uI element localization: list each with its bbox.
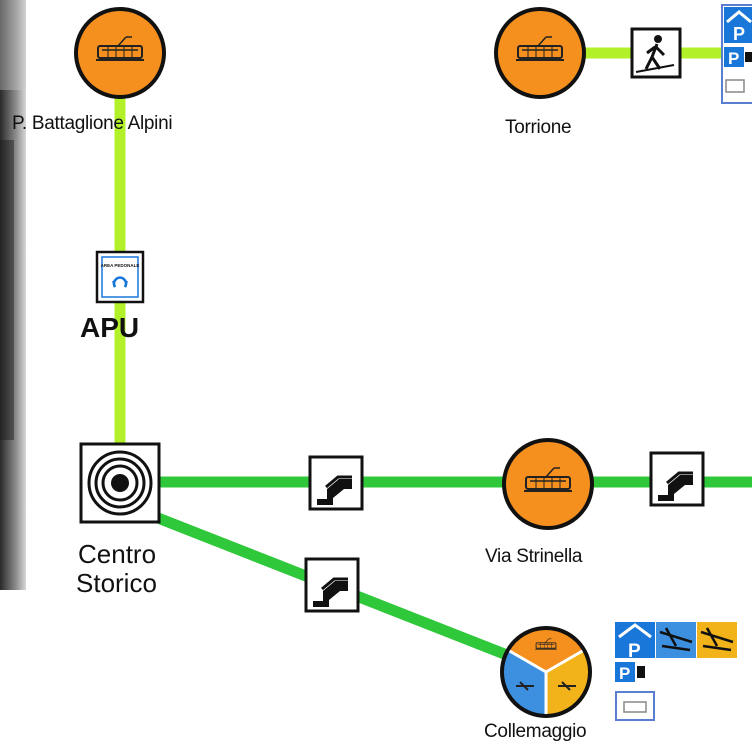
walking-icon — [630, 27, 682, 79]
apu-sign-icon: AREA PEDONALE — [95, 250, 145, 304]
station-label-strinella: Via Strinella — [485, 546, 583, 567]
svg-text:P: P — [619, 664, 630, 683]
parking-icon: P P — [615, 622, 655, 721]
svg-text:P: P — [628, 641, 641, 662]
station-label-battaglione: P. Battaglione Alpini — [12, 113, 173, 134]
parking-icon: P P — [721, 4, 752, 104]
station-collemaggio[interactable] — [500, 626, 592, 718]
escalator-icon — [304, 557, 360, 613]
escalator-icon — [649, 451, 705, 507]
station-label-torrione: Torrione — [505, 117, 572, 138]
svg-text:AREA PEDONALE: AREA PEDONALE — [101, 263, 140, 268]
station-label-collemaggio: Collemaggio — [484, 721, 587, 742]
airplane-icon — [656, 622, 737, 658]
escalator-icon — [308, 455, 364, 511]
station-label-centro-line1: Centro — [78, 539, 157, 569]
station-via-strinella[interactable] — [502, 438, 594, 530]
svg-text:P: P — [733, 24, 745, 44]
station-label-apu: APU — [80, 312, 140, 343]
station-centro-storico[interactable] — [79, 442, 161, 524]
station-label-centro-line2: Storico — [76, 568, 157, 598]
station-torrione[interactable] — [494, 7, 586, 99]
svg-text:P: P — [728, 49, 739, 68]
target-icon — [87, 450, 153, 516]
station-battaglione[interactable] — [74, 7, 166, 99]
background-photo-strip — [0, 0, 26, 590]
